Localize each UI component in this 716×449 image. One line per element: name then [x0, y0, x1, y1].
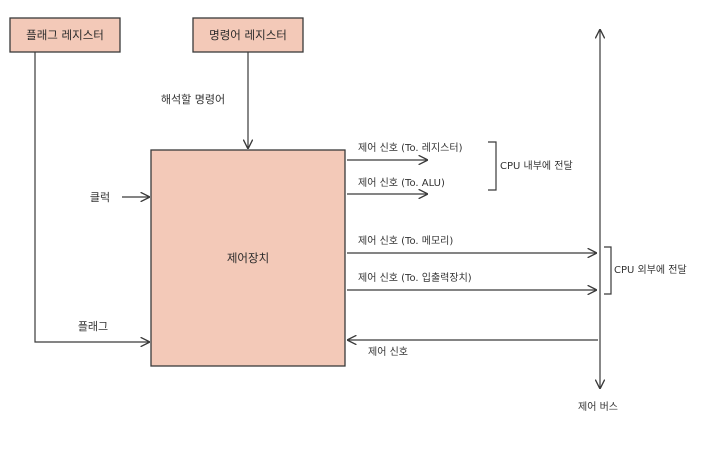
flag-label: 플래그	[78, 320, 108, 333]
instruction-register-box: 명령어 레지스터	[192, 17, 304, 53]
to-register-label: 제어 신호 (To. 레지스터)	[358, 142, 463, 154]
control-unit-box: 제어장치	[150, 149, 346, 367]
instruction-to-decode-label: 해석할 명령어	[161, 92, 225, 106]
clock-label: 클럭	[90, 191, 110, 204]
cpu-external-bracket	[604, 246, 612, 295]
control-bus-label: 제어 버스	[578, 401, 618, 413]
cpu-internal-bracket	[488, 141, 497, 191]
control-signal-in-label: 제어 신호	[368, 346, 408, 358]
instruction-register-label: 명령어 레지스터	[209, 28, 287, 42]
to-memory-label: 제어 신호 (To. 메모리)	[358, 235, 453, 247]
to-io-label: 제어 신호 (To. 입출력장치)	[358, 271, 472, 284]
cpu-external-label: CPU 외부에 전달	[614, 264, 687, 276]
flag-register-label: 플래그 레지스터	[26, 28, 104, 42]
flag-register-box: 플래그 레지스터	[9, 17, 121, 53]
cpu-internal-label: CPU 내부에 전달	[500, 160, 573, 172]
to-alu-label: 제어 신호 (To. ALU)	[358, 177, 445, 189]
flag-arrow	[34, 52, 149, 342]
control-unit-label: 제어장치	[227, 251, 269, 265]
